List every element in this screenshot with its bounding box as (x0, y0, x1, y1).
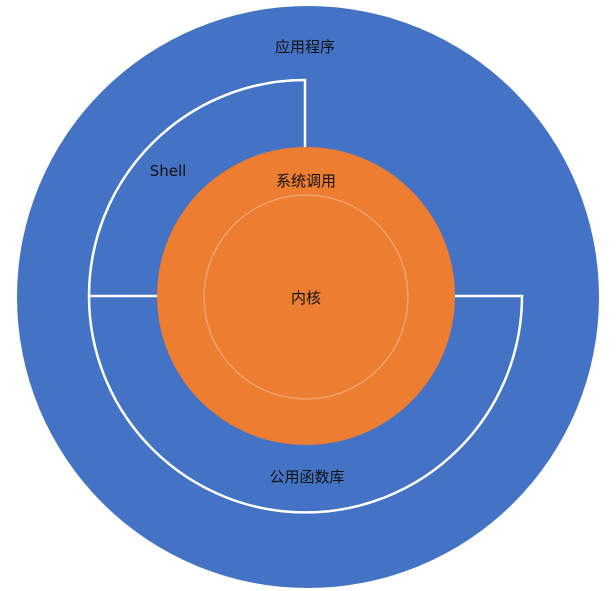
kernel-ring (203, 194, 409, 400)
library-region-boundary (87, 294, 524, 514)
shell-region-boundary (87, 78, 307, 297)
shell-label: Shell (150, 162, 187, 180)
application-label: 应用程序 (275, 38, 335, 56)
library-label: 公用函数库 (269, 468, 344, 486)
syscall-layer-disc (157, 147, 455, 445)
kernel-label: 内核 (291, 289, 321, 307)
syscall-label: 系统调用 (276, 172, 336, 190)
